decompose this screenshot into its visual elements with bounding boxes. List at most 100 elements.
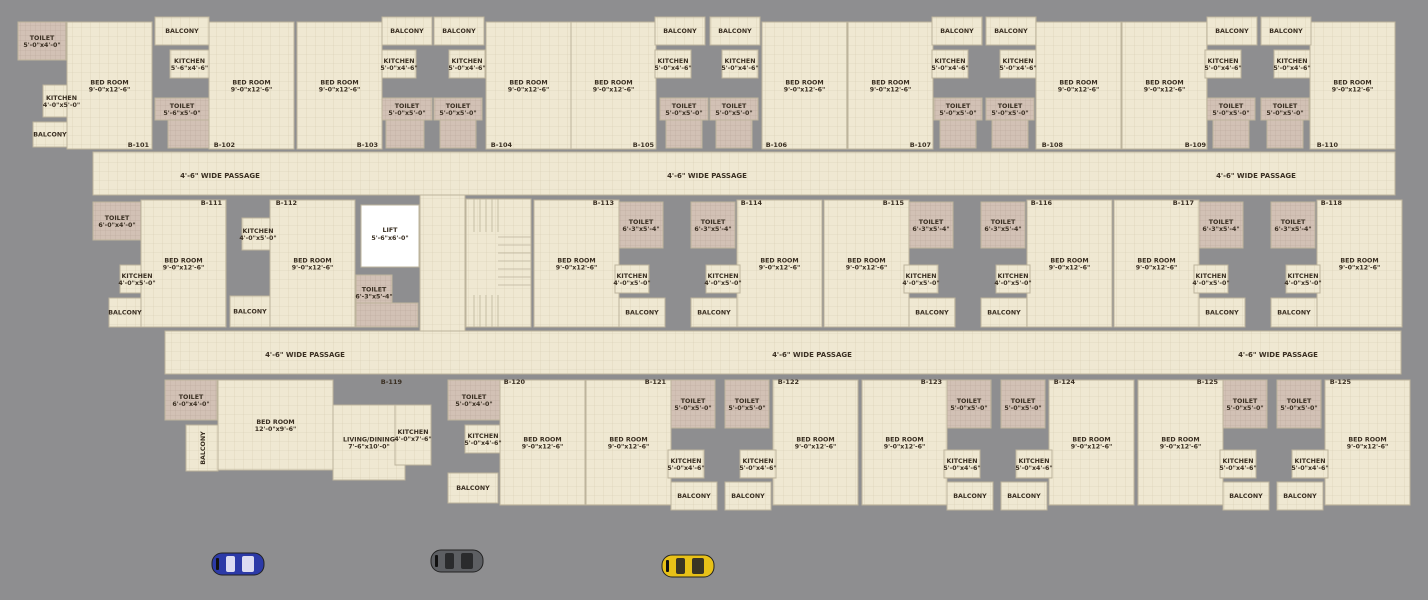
b112-toilet-label: TOILET bbox=[362, 287, 387, 294]
b-110-balcony bbox=[1260, 16, 1312, 46]
b101-bedroom-label: BED ROOM bbox=[90, 80, 128, 87]
b-113-balcony bbox=[618, 297, 666, 328]
b-109-balcony bbox=[1206, 16, 1258, 46]
b-105-bedroom-size: 9'-0"x12'-6" bbox=[593, 87, 635, 94]
b-110-kitchen-label: KITCHEN bbox=[1277, 58, 1308, 65]
b-106-balcony bbox=[709, 16, 761, 46]
b-123-toilet bbox=[946, 379, 992, 429]
b-105-kitchen-label: KITCHEN bbox=[658, 58, 689, 65]
b119-bedroom-label: BED ROOM bbox=[256, 419, 294, 426]
b-117-kitchen bbox=[1193, 264, 1229, 294]
b-117-kitchen-size: 4'-0"x5'-0" bbox=[1192, 280, 1229, 287]
b102-balcony bbox=[154, 16, 210, 46]
b-107-kitchen-size: 5'-0"x4'-6" bbox=[931, 65, 968, 72]
b-118-toilet-size: 6'-3"x5'-4" bbox=[1274, 226, 1311, 233]
b111-kitchen-size: 4'-0"x5'-0" bbox=[118, 280, 155, 287]
b112-kitchen-label: KITCHEN bbox=[243, 228, 274, 235]
b-125-bedroom-label: BED ROOM bbox=[1348, 437, 1386, 444]
b-107-toilet-size: 5'-0"x5'-0" bbox=[939, 110, 976, 117]
b-124-kitchen bbox=[1015, 449, 1053, 479]
b-116-kitchen-size: 4'-0"x5'-0" bbox=[994, 280, 1031, 287]
b-114-bedroom-size: 9'-0"x12'-6" bbox=[759, 265, 801, 272]
unit-label-b-105: B-105 bbox=[633, 141, 655, 149]
b102-kitchen-label: KITCHEN bbox=[174, 58, 205, 65]
b-107-balcony-label: BALCONY bbox=[940, 28, 974, 35]
yellow-car-icon bbox=[661, 554, 715, 578]
unit-label-b-121: B-121 bbox=[645, 378, 667, 386]
b-104-bedroom-size: 9'-0"x12'-6" bbox=[508, 87, 550, 94]
b-116-bedroom-label: BED ROOM bbox=[1050, 258, 1088, 265]
b-116-balcony-label: BALCONY bbox=[987, 310, 1021, 317]
b-115-kitchen-label: KITCHEN bbox=[906, 273, 937, 280]
b-122-kitchen bbox=[739, 449, 777, 479]
b111-toilet-size: 6'-0"x4'-0" bbox=[98, 222, 135, 229]
unit-label-b-122: B-122 bbox=[778, 378, 799, 386]
b101-kitchen-label: KITCHEN bbox=[46, 95, 77, 102]
b111-bedroom-size: 9'-0"x12'-6" bbox=[163, 265, 205, 272]
b-113-kitchen-size: 4'-0"x5'-0" bbox=[613, 280, 650, 287]
b-118-balcony-label: BALCONY bbox=[1277, 310, 1311, 317]
passage-label-1: 4'-6" WIDE PASSAGE bbox=[180, 172, 260, 180]
b-122-bedroom-size: 9'-0"x12'-6" bbox=[795, 444, 837, 451]
b-122-toilet-size: 5'-0"x5'-0" bbox=[728, 405, 765, 412]
b-105-toilet-size: 5'-0"x5'-0" bbox=[665, 110, 702, 117]
b-104-toilet-ext bbox=[439, 119, 477, 149]
b-117-bedroom-size: 9'-0"x12'-6" bbox=[1136, 265, 1178, 272]
b-115-toilet bbox=[908, 201, 954, 249]
b-125-toilet-label: TOILET bbox=[1287, 398, 1312, 405]
b119-toilet-size: 6'-0"x4'-0" bbox=[172, 401, 209, 408]
passage-label-6: 4'-6" WIDE PASSAGE bbox=[1238, 351, 1318, 359]
b-125-toilet bbox=[1276, 379, 1322, 429]
b112-kitchen-size: 4'-0"x5'-0" bbox=[239, 235, 276, 242]
b-114-bedroom bbox=[736, 199, 823, 328]
b-118-kitchen bbox=[1285, 264, 1321, 294]
b-125-toilet bbox=[1222, 379, 1268, 429]
b-116-toilet-label: TOILET bbox=[991, 219, 1016, 226]
b119-living-size: 7'-6"x10'-0" bbox=[348, 444, 390, 451]
b-118-bedroom bbox=[1316, 199, 1403, 328]
staircase bbox=[465, 198, 532, 328]
b-122-toilet bbox=[724, 379, 770, 429]
b103-balcony bbox=[381, 16, 433, 46]
b-115-kitchen-size: 4'-0"x5'-0" bbox=[902, 280, 939, 287]
b-109-kitchen-size: 5'-0"x4'-6" bbox=[1204, 65, 1241, 72]
b-122-balcony bbox=[724, 481, 772, 511]
grey-car-icon bbox=[430, 549, 484, 573]
b-117-toilet-label: TOILET bbox=[1209, 219, 1234, 226]
b111-bedroom-label: BED ROOM bbox=[164, 258, 202, 265]
b103-toilet-ext bbox=[385, 119, 425, 149]
b-118-toilet-label: TOILET bbox=[1281, 219, 1306, 226]
b119-balcony bbox=[185, 424, 219, 472]
b-125-balcony-label: BALCONY bbox=[1229, 493, 1263, 500]
b-115-bedroom-label: BED ROOM bbox=[847, 258, 885, 265]
b-117-bedroom-label: BED ROOM bbox=[1137, 258, 1175, 265]
b-125-balcony bbox=[1276, 481, 1324, 511]
b-124-balcony bbox=[1000, 481, 1048, 511]
b-116-bedroom bbox=[1026, 199, 1113, 328]
unit-label-b-117: B-117 bbox=[1173, 199, 1194, 207]
unit-label-b-104: B-104 bbox=[491, 141, 513, 149]
unit-label-b-120: B-120 bbox=[504, 378, 526, 386]
b103-toilet-label: TOILET bbox=[395, 103, 420, 110]
b-114-bedroom-label: BED ROOM bbox=[760, 258, 798, 265]
b-109-kitchen bbox=[1204, 49, 1242, 79]
b-108-toilet-label: TOILET bbox=[998, 103, 1023, 110]
passage-label-4: 4'-6" WIDE PASSAGE bbox=[265, 351, 345, 359]
b-125-toilet-label: TOILET bbox=[1233, 398, 1258, 405]
b-113-bedroom-label: BED ROOM bbox=[557, 258, 595, 265]
b-121-bedroom-label: BED ROOM bbox=[609, 437, 647, 444]
b120-toilet-label: TOILET bbox=[462, 394, 487, 401]
passage-label-3: 4'-6" WIDE PASSAGE bbox=[1216, 172, 1296, 180]
b-123-bedroom bbox=[861, 379, 948, 506]
b111-kitchen-label: KITCHEN bbox=[122, 273, 153, 280]
b-105-bedroom bbox=[570, 21, 657, 150]
b-108-kitchen-label: KITCHEN bbox=[1003, 58, 1034, 65]
b-123-toilet-size: 5'-0"x5'-0" bbox=[950, 405, 987, 412]
unit-label-b-110: B-110 bbox=[1317, 141, 1339, 149]
b111-bedroom bbox=[140, 199, 227, 328]
b-124-kitchen-label: KITCHEN bbox=[1019, 458, 1050, 465]
b119-kitchen-size: 4'-0"x7'-6" bbox=[394, 436, 431, 443]
b-109-bedroom bbox=[1121, 21, 1208, 150]
unit-label-b-106: B-106 bbox=[766, 141, 788, 149]
b-105-kitchen-size: 5'-0"x4'-6" bbox=[654, 65, 691, 72]
